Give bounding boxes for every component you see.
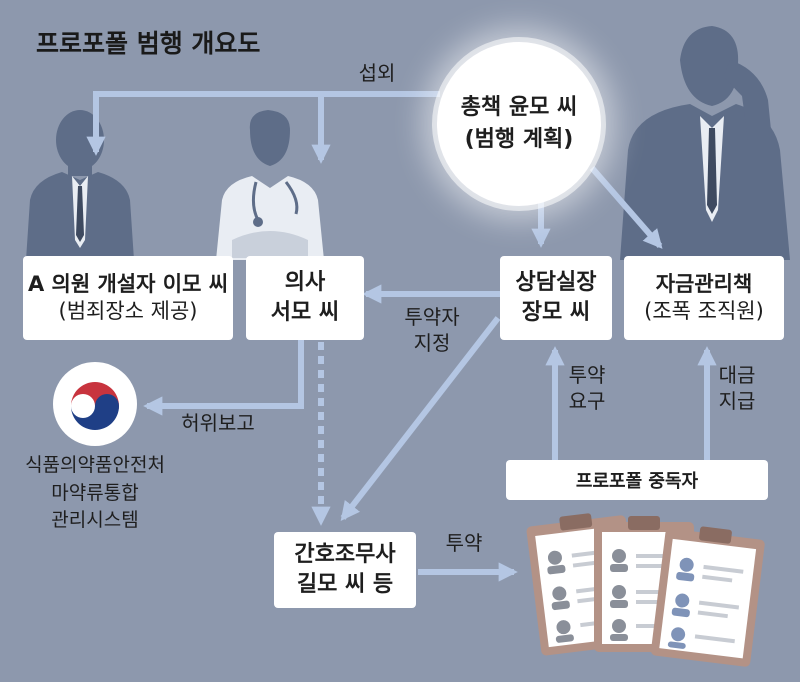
edge-label-request-line2: 요구	[568, 389, 606, 413]
taegeuk-emblem	[71, 382, 119, 430]
edge-label-payment-line1: 대금	[718, 363, 756, 387]
edge-label-request-line1: 투약	[568, 363, 606, 387]
node-fund-manager-role: 자금관리책	[655, 271, 753, 296]
node-nurse-aide-role: 간호조무사	[294, 542, 396, 568]
edge-label-designate-line2: 지정	[413, 331, 451, 355]
phone-caller-silhouette-icon	[620, 26, 790, 260]
node-counsel-chief: 상담실장 장모 씨	[500, 256, 612, 340]
node-fund-manager-affiliation: (조폭 조직원)	[644, 299, 764, 323]
node-clinic-owner: A 의원 개설자 이모 씨 (범죄장소 제공)	[23, 256, 233, 340]
node-mfds-line2: 마약류통합	[51, 481, 139, 504]
edge-label-designate: 투약자 지정	[394, 304, 470, 356]
node-nurse-aide: 간호조무사 길모 씨 등	[274, 532, 416, 608]
center-node-line2: (범행 계획)	[464, 127, 574, 152]
edge-label-administer: 투약	[445, 531, 483, 555]
edge-label-payment-line2: 지급	[718, 389, 756, 413]
arrows	[86, 91, 717, 582]
edge-label-recruit: 섭외	[358, 61, 396, 85]
businessman-silhouette-icon	[26, 110, 134, 260]
government-logo-icon	[53, 362, 137, 446]
node-counsel-chief-name: 장모 씨	[521, 300, 591, 325]
edge-label-request: 투약 요구	[562, 362, 612, 414]
node-addicts-label: 프로포폴 중독자	[575, 471, 699, 492]
center-node-mastermind: 총책 윤모 씨 (범행 계획)	[437, 42, 601, 206]
node-nurse-aide-name: 길모 씨 등	[296, 572, 394, 597]
edge-label-designate-line1: 투약자	[404, 305, 460, 329]
node-fund-manager: 자금관리책 (조폭 조직원)	[624, 256, 784, 340]
node-clinic-owner-role: (범죄장소 제공)	[58, 299, 198, 323]
center-node-line1: 총책 윤모 씨	[460, 95, 578, 121]
node-mfds-line1: 식품의약품안전처	[25, 454, 165, 476]
node-mfds: 식품의약품안전처 마약류통합 관리시스템	[20, 452, 170, 535]
node-clinic-owner-name: A 의원 개설자 이모 씨	[27, 271, 229, 296]
node-doctor-name: 서모 씨	[270, 300, 340, 325]
node-counsel-chief-role: 상담실장	[515, 270, 597, 296]
patient-records-clipboard-icon	[526, 513, 765, 667]
node-doctor-role: 의사	[284, 270, 326, 296]
doctor-silhouette-icon	[216, 110, 324, 260]
node-addicts: 프로포폴 중독자	[506, 460, 768, 500]
diagram-title: 프로포폴 범행 개요도	[36, 29, 261, 58]
node-mfds-line3: 관리시스템	[51, 509, 139, 532]
node-doctor: 의사 서모 씨	[246, 256, 364, 340]
edge-label-payment: 대금 지급	[712, 362, 762, 414]
edge-label-false-report: 허위보고	[181, 411, 255, 435]
